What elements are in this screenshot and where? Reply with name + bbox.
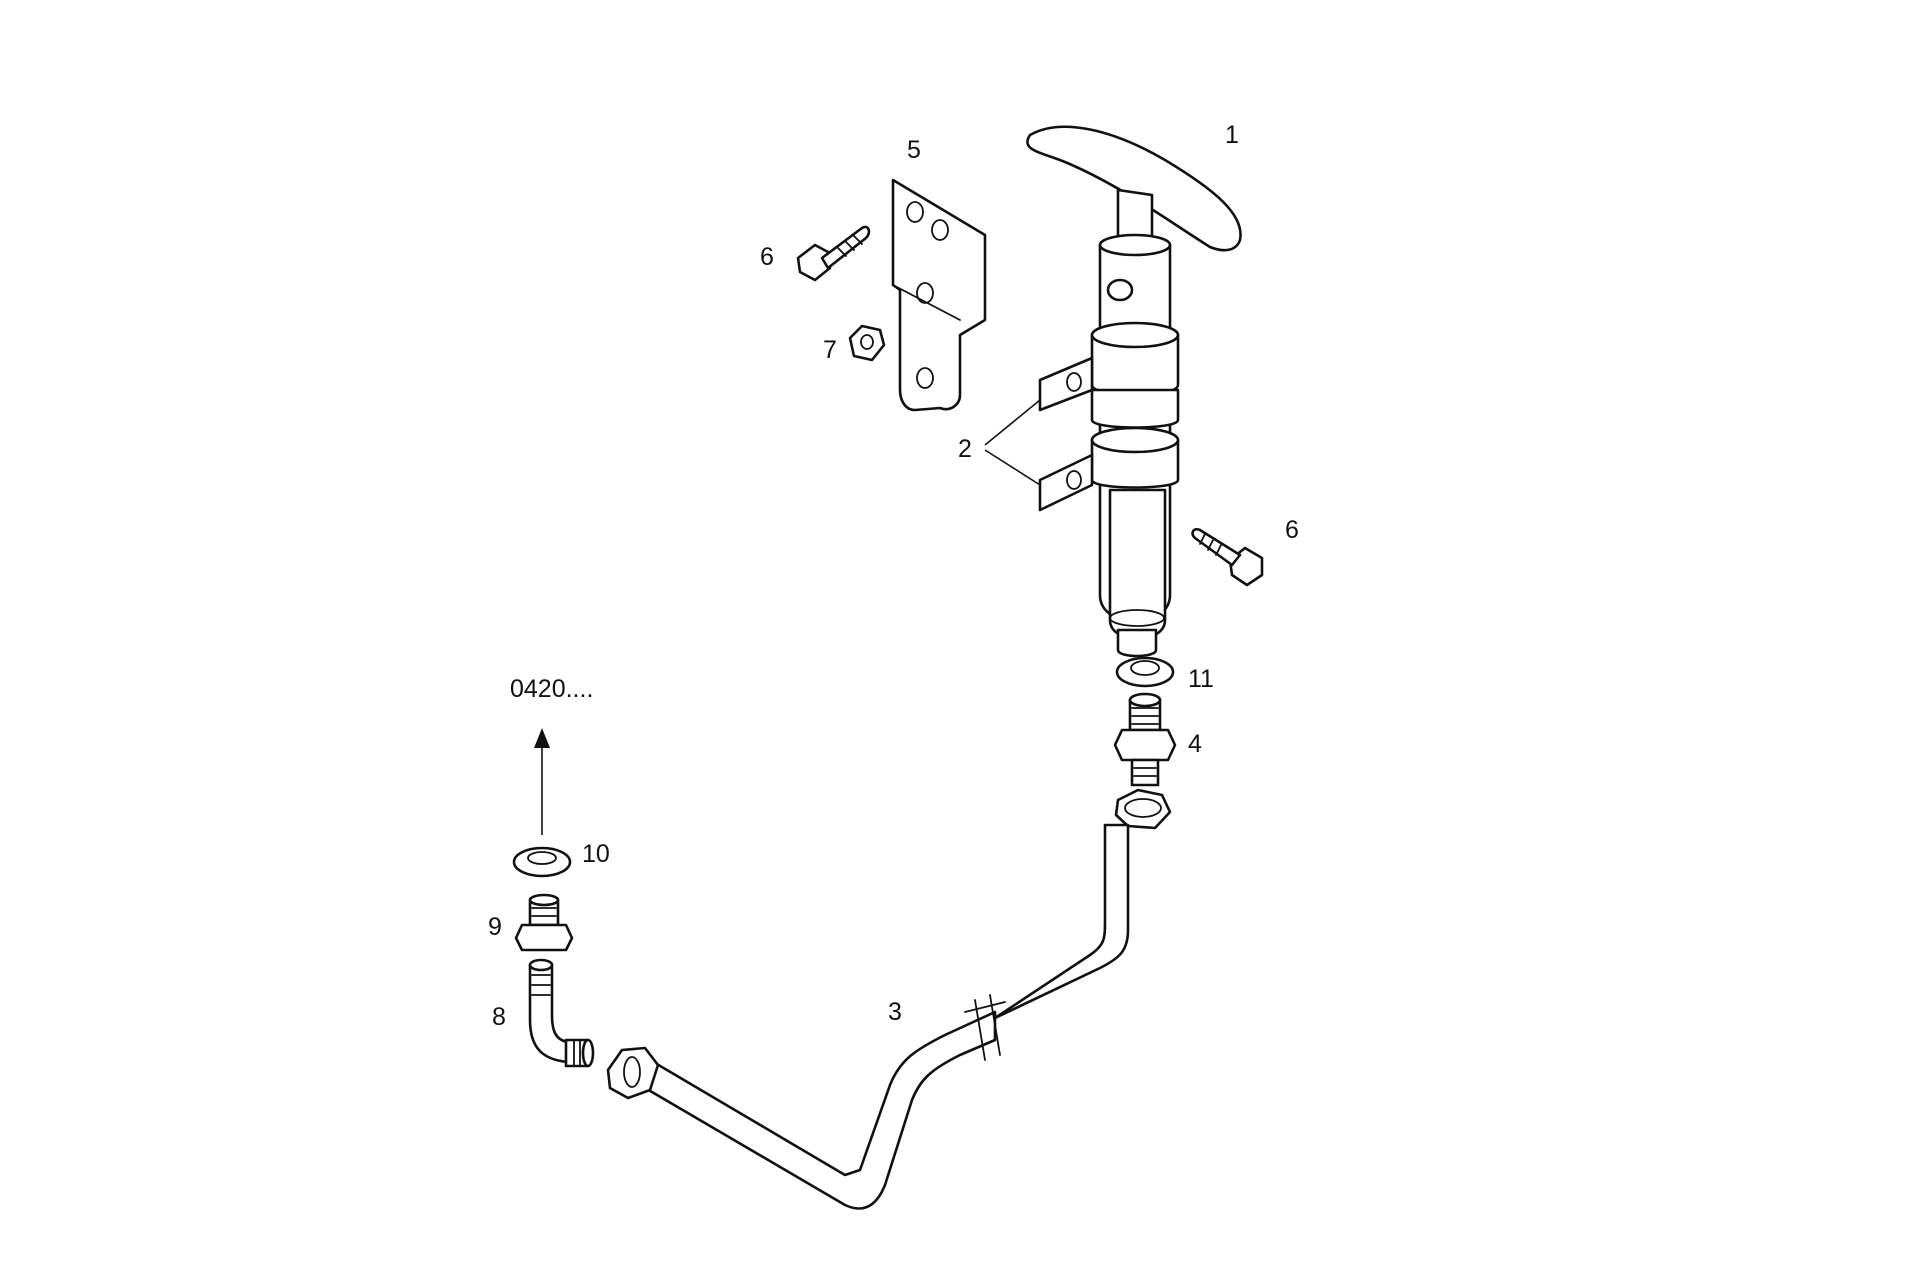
handle-pump-assembly: [1026, 125, 1242, 658]
union-nipple: [1113, 692, 1177, 787]
reference-label: 0420....: [510, 675, 593, 703]
callout-6-left: 6: [760, 243, 774, 271]
pipe: [606, 788, 1172, 1210]
bolt-left: [796, 225, 871, 282]
callout-2: 2: [958, 435, 972, 463]
callout-9: 9: [488, 913, 502, 941]
washer-lower: [512, 846, 572, 878]
callout-11: 11: [1188, 665, 1214, 693]
callout-4: 4: [1188, 730, 1202, 758]
adapter: [514, 893, 574, 952]
callout-8: 8: [492, 1003, 506, 1031]
washer-upper: [1115, 656, 1175, 688]
clamp-tabs: [984, 356, 1094, 512]
nut: [848, 324, 886, 362]
bracket: [891, 178, 987, 412]
callout-5: 5: [907, 136, 921, 164]
callout-6-right: 6: [1285, 516, 1299, 544]
bolt-right: [1191, 528, 1264, 587]
callout-1: 1: [1225, 121, 1239, 149]
callout-7: 7: [823, 336, 837, 364]
callout-10: 10: [582, 840, 610, 868]
callout-3: 3: [888, 998, 902, 1026]
reference-arrow: [534, 728, 550, 835]
elbow: [528, 958, 595, 1068]
